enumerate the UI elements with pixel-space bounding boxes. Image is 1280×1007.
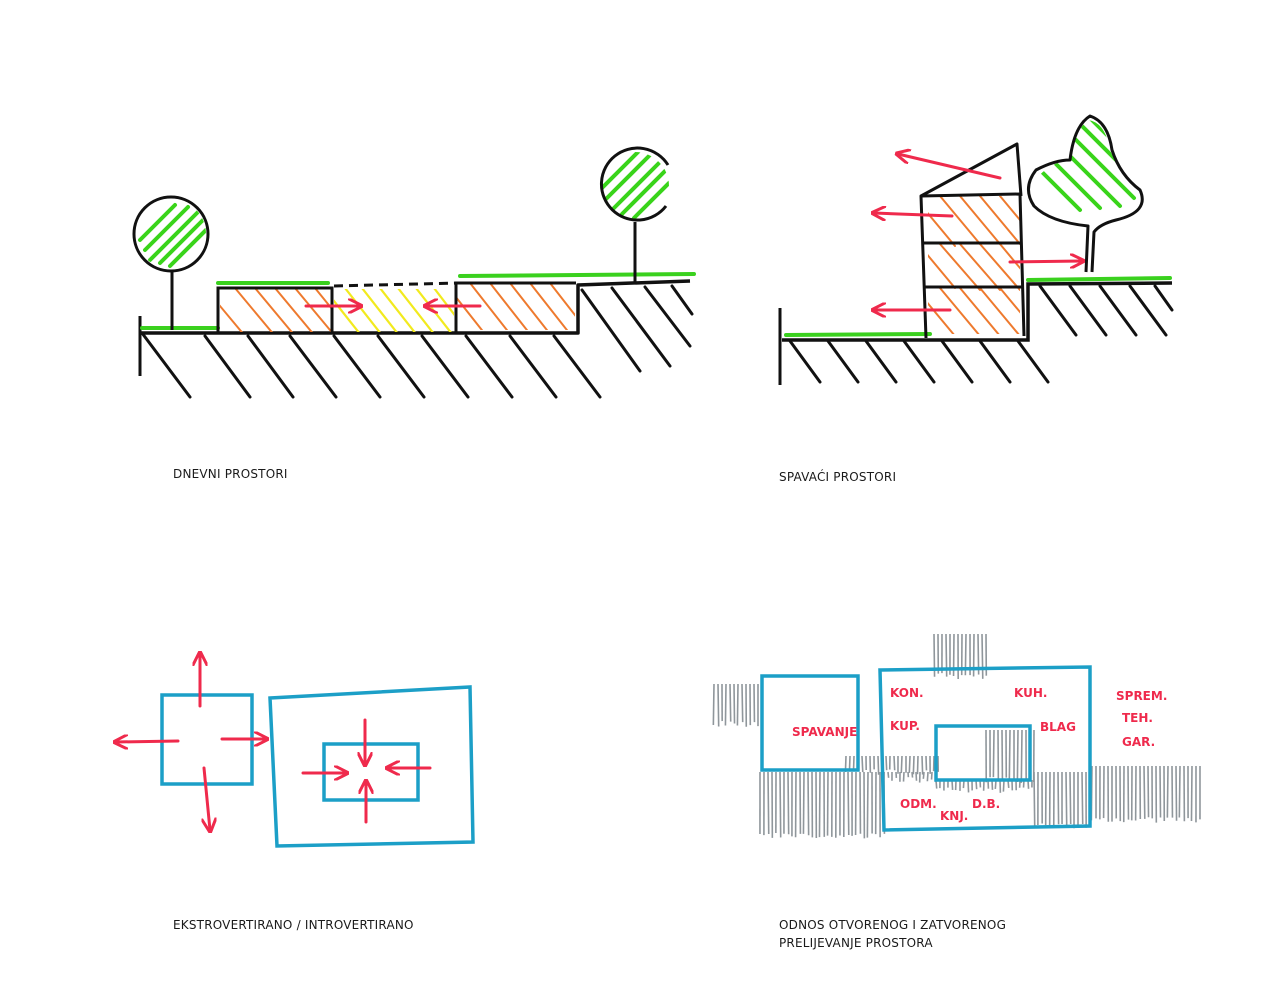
caption-day-spaces: DNEVNI PROSTORI	[173, 465, 288, 484]
label-kup: KUP.	[890, 719, 920, 733]
label-blag: BLAG	[1040, 720, 1076, 734]
caption-spatial-flow: PRELIJEVANJE PROSTORA	[779, 934, 933, 953]
label-teh: TEH.	[1122, 711, 1153, 725]
label-sprem: SPREM.	[1116, 689, 1167, 703]
label-odm: ODM.	[900, 797, 937, 811]
caption-sleep-spaces: SPAVAĆI PROSTORI	[779, 468, 896, 487]
label-gar: GAR.	[1122, 735, 1155, 749]
label-kuh: KUH.	[1014, 686, 1047, 700]
label-db: D.B.	[972, 797, 1000, 811]
label-spavanje: SPAVANJE	[792, 725, 857, 739]
label-kon: KON.	[890, 686, 924, 700]
caption-open-closed: ODNOS OTVORENOG I ZATVORENOG	[779, 916, 1006, 935]
caption-extro-intro: EKSTROVERTIRANO / INTROVERTIRANO	[173, 916, 414, 935]
label-knj: KNJ.	[940, 809, 968, 823]
